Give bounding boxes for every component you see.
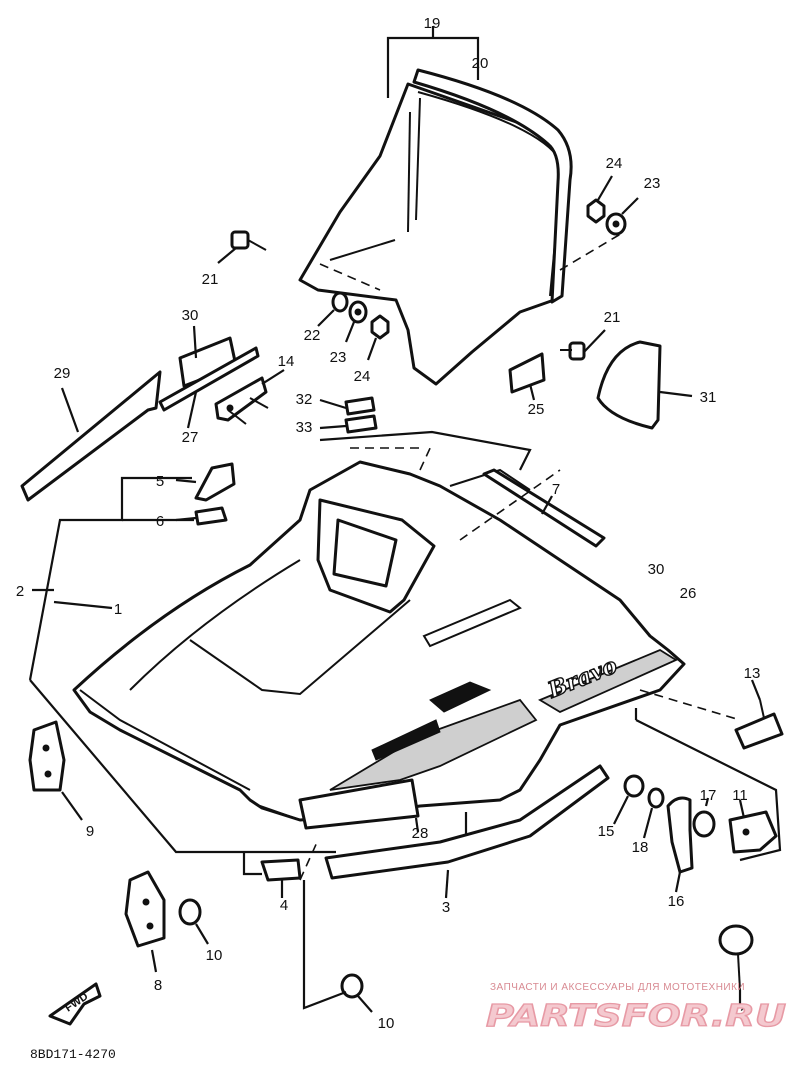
part-number-26: 26 xyxy=(680,585,697,602)
part-number-labels: 19 20 24 23 21 21 30 22 23 24 14 29 32 3… xyxy=(16,15,761,1032)
watermark-caption: ЗАПЧАСТИ И АКСЕССУАРЫ ДЛЯ МОТОТЕХНИКИ xyxy=(490,982,745,993)
watermark: ЗАПЧАСТИ И АКСЕССУАРЫ ДЛЯ МОТОТЕХНИКИ PA… xyxy=(485,982,786,1035)
part-number-23-upper: 23 xyxy=(644,175,661,192)
spacer-17 xyxy=(692,797,716,838)
grommet-5-6 xyxy=(175,462,236,526)
plate-4 xyxy=(242,852,302,898)
windshield-trim-seal xyxy=(412,68,573,304)
drawing-code: 8BD171-4270 xyxy=(30,1047,116,1062)
washer-23-upper xyxy=(605,197,639,236)
guide-a xyxy=(419,443,433,471)
part-number-19: 19 xyxy=(424,15,441,32)
part-number-30-left: 30 xyxy=(182,307,199,324)
part-number-21-right: 21 xyxy=(604,309,621,326)
part-number-2: 2 xyxy=(16,583,24,600)
part-number-18: 18 xyxy=(632,839,649,856)
nut-24-upper xyxy=(586,175,613,224)
part-number-29: 29 xyxy=(54,365,71,382)
bracket-11 xyxy=(728,799,778,854)
part-number-31: 31 xyxy=(700,389,717,406)
nut-24-lower xyxy=(366,314,390,361)
part-number-1: 1 xyxy=(114,601,122,618)
washer-18 xyxy=(642,787,665,839)
watermark-logo: PARTSFOR.RU xyxy=(486,999,786,1034)
part-number-27: 27 xyxy=(182,429,199,446)
washer-22 xyxy=(317,291,349,327)
bracket-19 xyxy=(386,26,480,98)
bracket-28 xyxy=(298,778,420,833)
part-number-3: 3 xyxy=(442,899,450,916)
guide-c xyxy=(459,469,561,541)
guide-e xyxy=(299,839,319,881)
part-number-25: 25 xyxy=(528,401,545,418)
frame-right xyxy=(635,719,782,862)
part-number-17: 17 xyxy=(700,787,717,804)
part-number-12: 12 xyxy=(732,1005,749,1022)
knob-12 xyxy=(718,924,754,1004)
part-number-14: 14 xyxy=(278,353,295,370)
part-number-24-lower: 24 xyxy=(354,368,371,385)
frame-top xyxy=(319,430,532,471)
part-number-11: 11 xyxy=(732,787,748,804)
part-number-5: 5 xyxy=(156,473,164,490)
washer-23-lower xyxy=(344,300,368,343)
forward-arrow-icon: FWD xyxy=(48,982,102,1026)
fastener-guide-line xyxy=(559,231,625,271)
part-number-24-upper: 24 xyxy=(606,155,623,172)
bumper-10-upper xyxy=(178,898,209,945)
part-number-28: 28 xyxy=(412,825,429,842)
pin-13 xyxy=(734,679,784,750)
latch-9 xyxy=(28,720,83,821)
part-number-20: 20 xyxy=(472,55,489,72)
hood-1: Bravo xyxy=(72,460,686,822)
trim-27 xyxy=(158,346,260,429)
part-number-8: 8 xyxy=(154,977,162,994)
visor-panel-29 xyxy=(20,370,162,502)
pads-32-33 xyxy=(319,396,378,434)
bracket-14 xyxy=(214,369,285,425)
hook-16 xyxy=(666,796,694,893)
part-number-22: 22 xyxy=(304,327,321,344)
part-number-23-lower: 23 xyxy=(330,349,347,366)
part-number-7: 7 xyxy=(552,481,560,498)
part-number-13: 13 xyxy=(744,665,761,682)
latch-8 xyxy=(124,870,166,973)
part-number-15: 15 xyxy=(598,823,615,840)
shield-31 xyxy=(596,340,693,430)
bumper-10-lower xyxy=(302,880,373,1013)
part-number-30-right: 30 xyxy=(648,561,665,578)
part-number-10-upper: 10 xyxy=(206,947,223,964)
part-number-16: 16 xyxy=(668,893,685,910)
part-number-4: 4 xyxy=(280,897,288,914)
guide-d xyxy=(639,689,741,721)
part-number-33: 33 xyxy=(296,419,313,436)
pad-25 xyxy=(508,352,546,401)
part-number-9: 9 xyxy=(86,823,94,840)
part-number-21-left: 21 xyxy=(202,271,219,288)
part-number-6: 6 xyxy=(156,513,164,530)
bolt-21-right xyxy=(560,329,606,361)
grommet-15 xyxy=(613,774,645,825)
bolt-21-left xyxy=(217,230,267,264)
trim-strip-7 xyxy=(482,468,606,548)
part-number-32: 32 xyxy=(296,391,313,408)
part-number-10-lower: 10 xyxy=(378,1015,395,1032)
